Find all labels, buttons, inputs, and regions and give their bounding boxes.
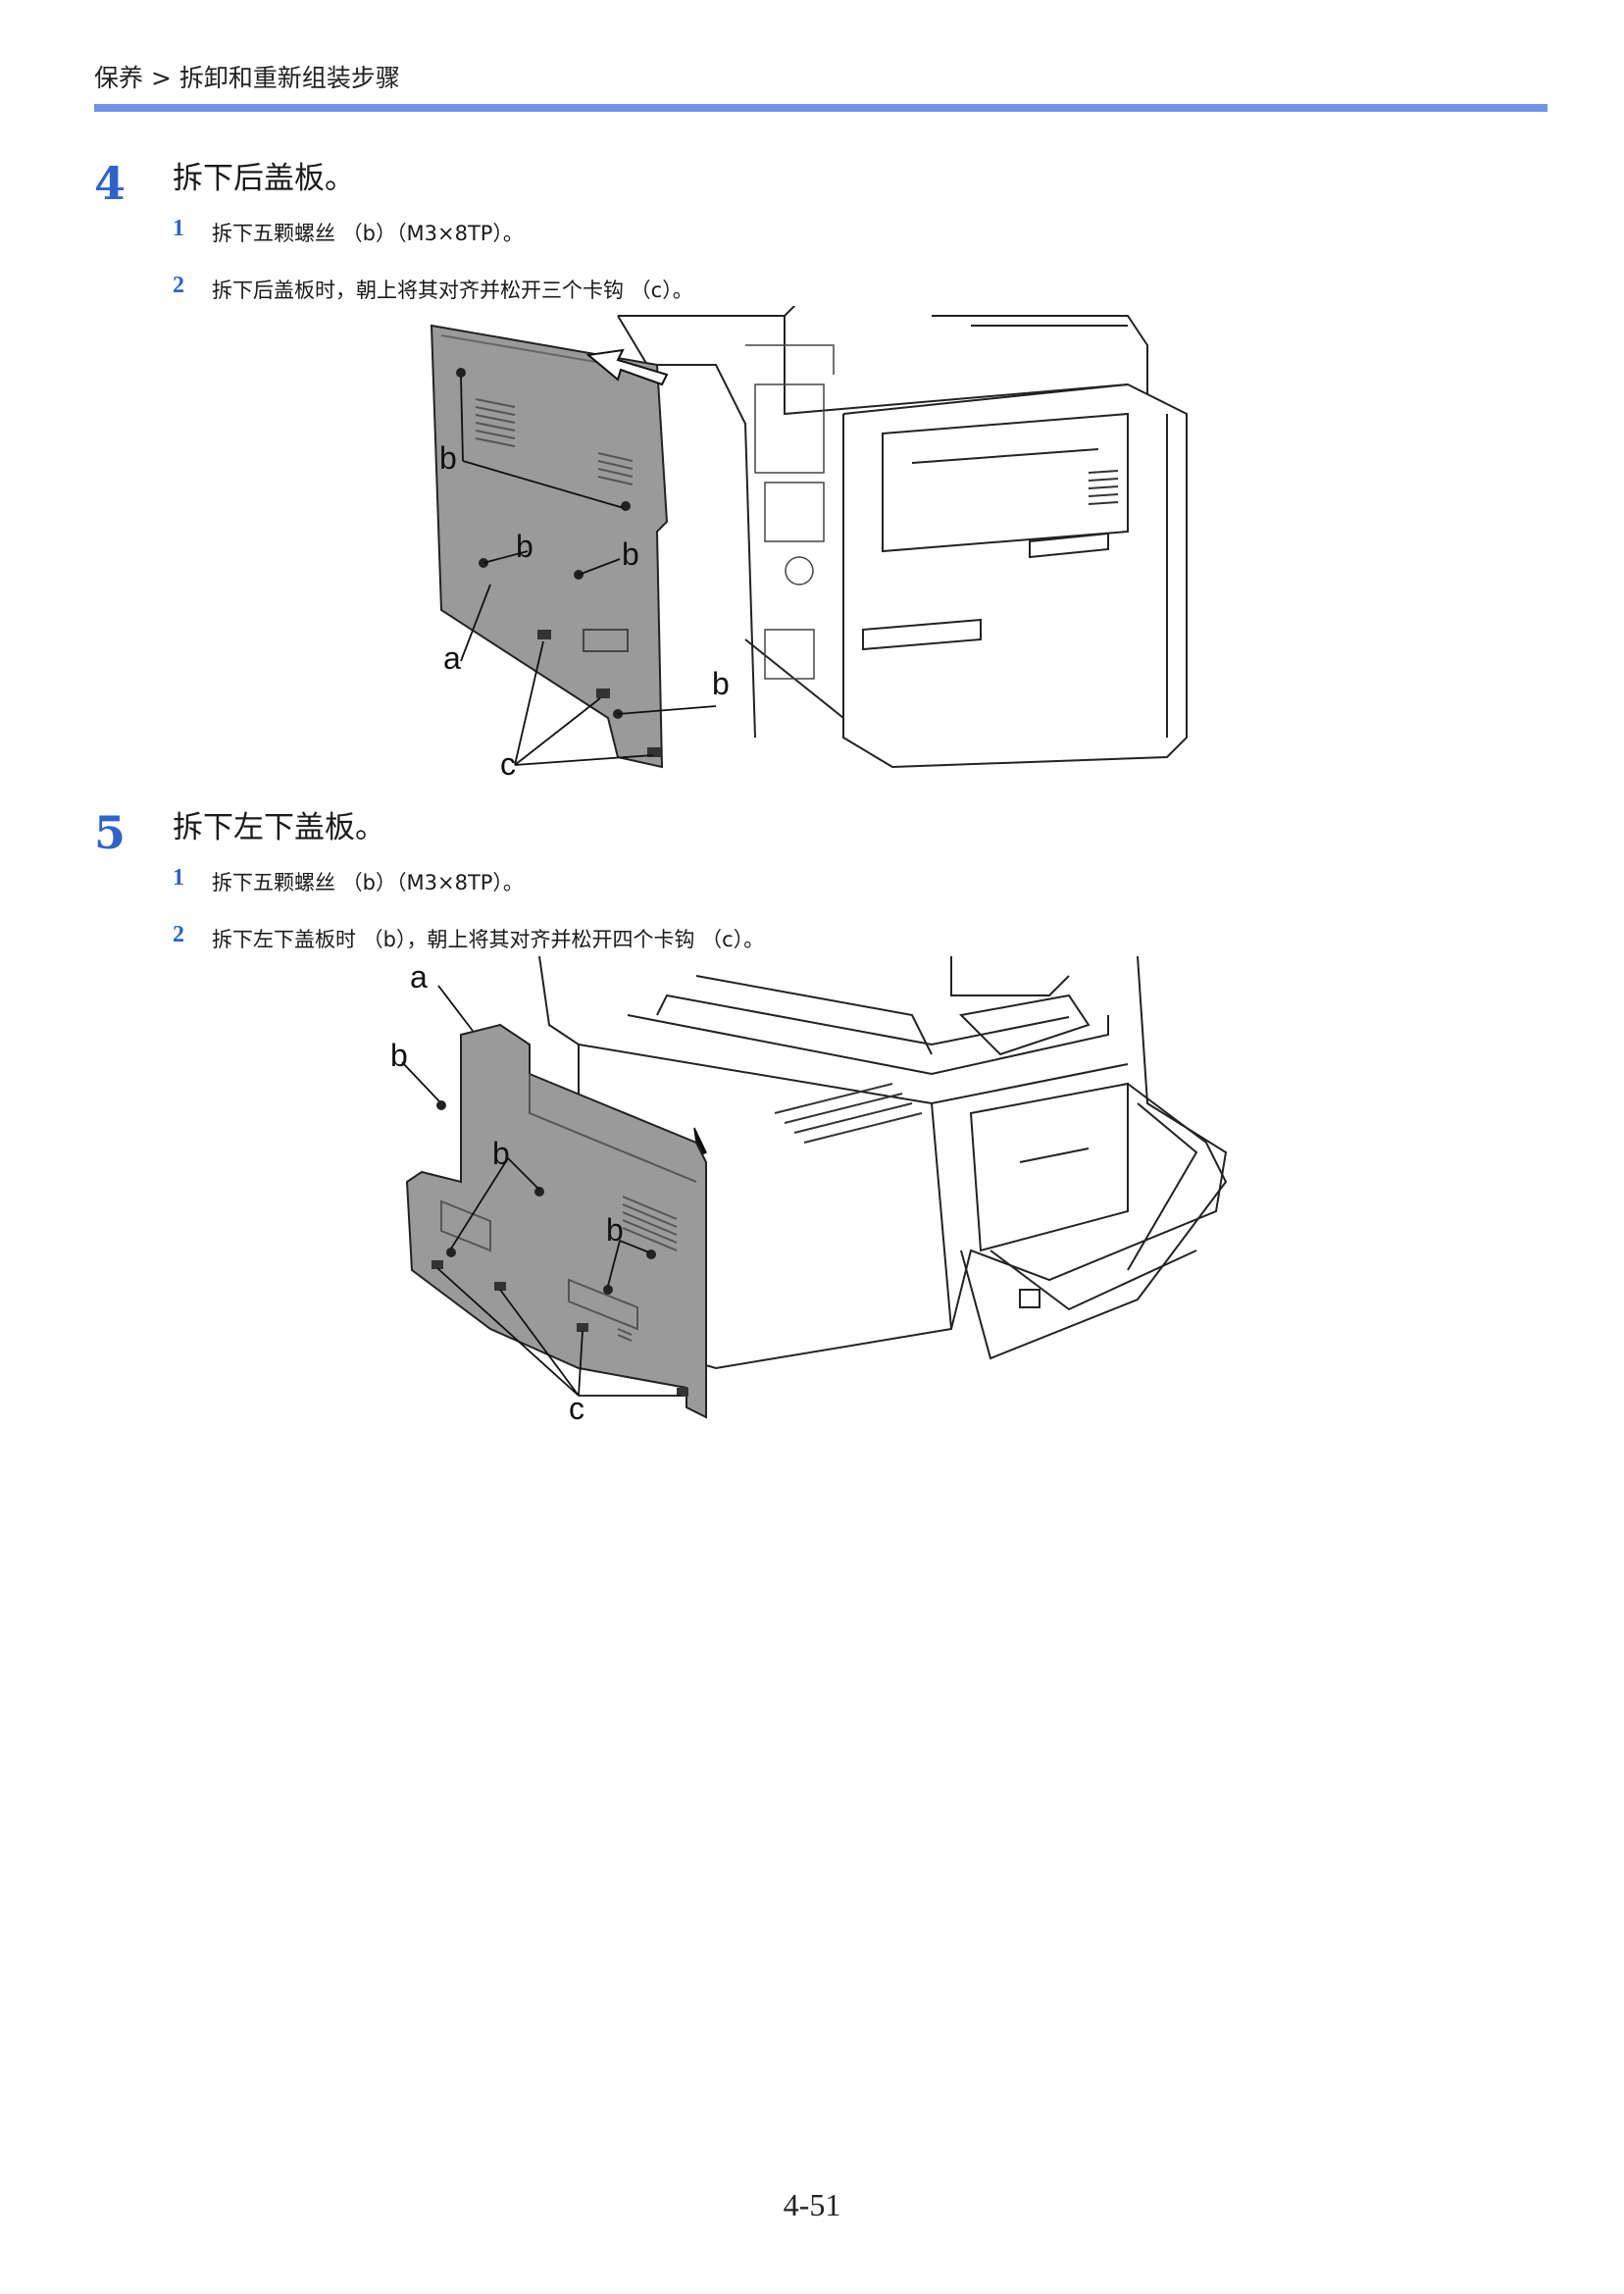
rear-figure-label-c: c <box>500 746 516 782</box>
left-figure-label-b-2: b <box>492 1136 510 1171</box>
left-figure-label-b-1: b <box>390 1038 408 1073</box>
step-4-substep-1-number: 1 <box>173 216 184 241</box>
step-4-title: 拆下后盖板。 <box>173 161 355 196</box>
step-5-number: 5 <box>94 806 127 859</box>
step-4-substep-2-number: 2 <box>173 273 184 298</box>
step-4-number: 4 <box>94 157 127 210</box>
left-lower-cover-illustration: a b b b c <box>382 956 1245 1427</box>
rear-figure-label-b-4: b <box>712 666 730 701</box>
breadcrumb: 保养 > 拆卸和重新组装步骤 <box>94 64 400 92</box>
left-figure-label-a: a <box>410 959 428 994</box>
left-figure-label-c: c <box>569 1391 584 1426</box>
rear-figure-label-b-1: b <box>439 440 457 476</box>
step-5-substep-2-number: 2 <box>173 922 184 947</box>
page-number: 4-51 <box>783 2187 841 2222</box>
rear-figure-label-b-2: b <box>516 529 533 564</box>
step-4-substep-1-text: 拆下五颗螺丝 （b）（M3×8TP）。 <box>212 222 524 245</box>
rear-cover-illustration: b b b a b c <box>422 306 1206 787</box>
step-5-substep-1-text: 拆下五颗螺丝 （b）（M3×8TP）。 <box>212 871 524 894</box>
rear-figure-label-b-3: b <box>622 536 639 572</box>
rear-figure-label-a: a <box>443 640 461 676</box>
step-5-title: 拆下左下盖板。 <box>173 810 385 845</box>
step-5-substep-2-text: 拆下左下盖板时 （b），朝上将其对齐并松开四个卡钩 （c）。 <box>212 928 765 951</box>
step-5-substep-1-number: 1 <box>173 865 184 891</box>
step-4-substep-2-text: 拆下后盖板时，朝上将其对齐并松开三个卡钩 （c）。 <box>212 279 693 302</box>
left-figure-label-b-3: b <box>606 1212 624 1248</box>
header-rule <box>94 104 1548 112</box>
